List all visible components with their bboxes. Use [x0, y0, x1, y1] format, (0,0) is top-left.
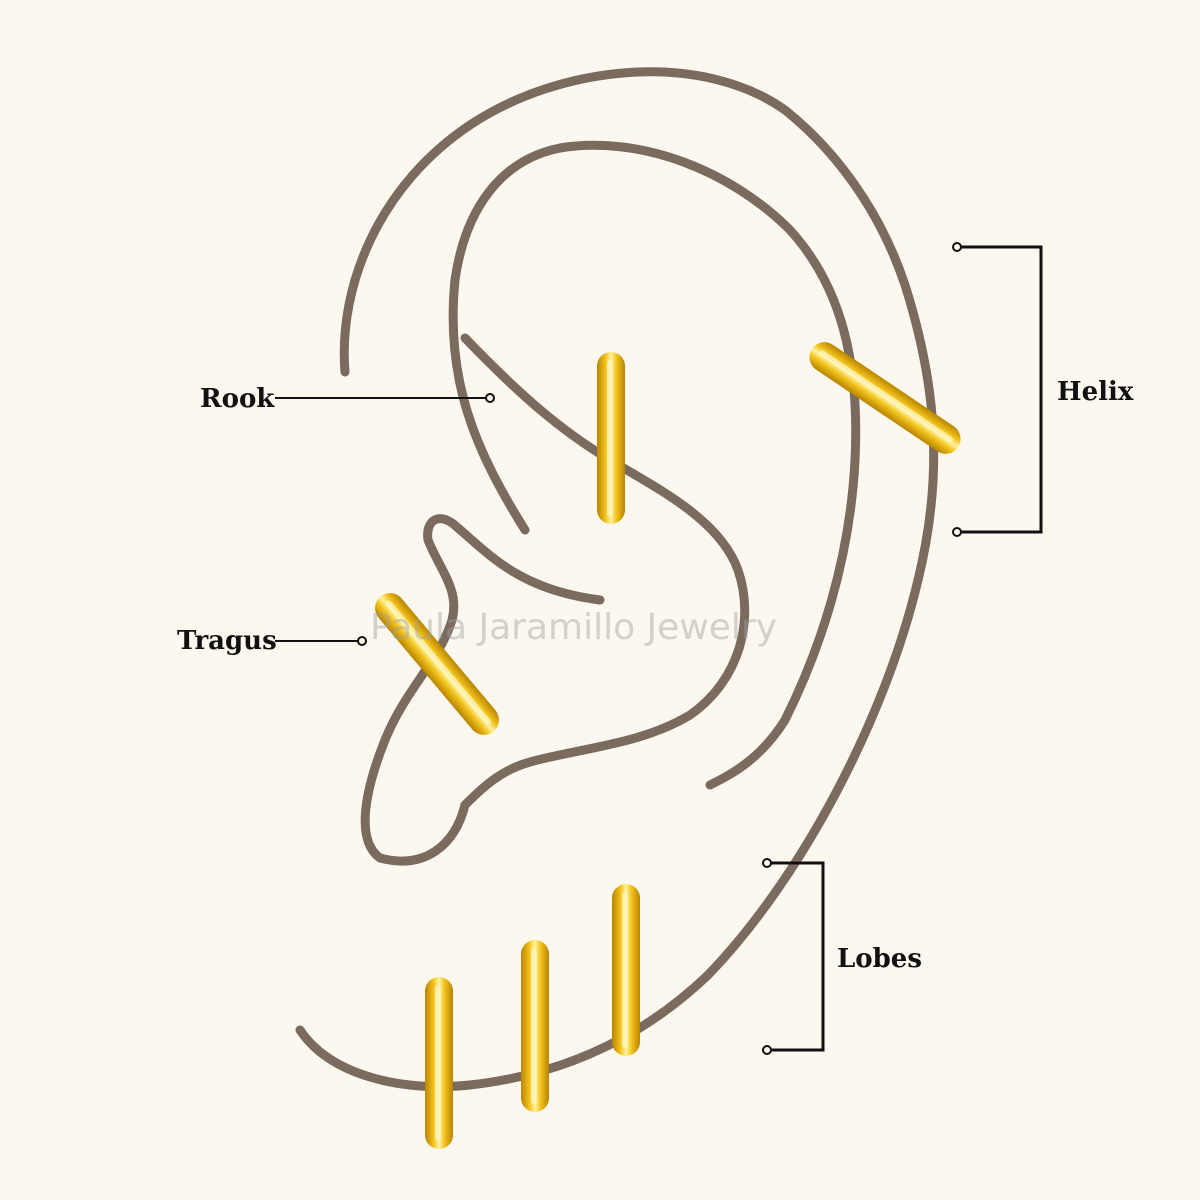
lobe-hoop-1: [425, 977, 453, 1149]
inner-rim-outline: [448, 140, 861, 790]
helix-bracket: [952, 242, 1043, 537]
helix-label: Helix: [1057, 377, 1134, 407]
antihelix-outline: [460, 333, 750, 810]
rook-callout: [275, 393, 495, 403]
rook-label: Rook: [200, 384, 275, 414]
lobes-label: Lobes: [837, 944, 922, 974]
helix-hoop: [809, 342, 961, 454]
lobes-bracket: [762, 858, 825, 1055]
tragus-label: Tragus: [177, 626, 277, 656]
lobe-hoop-2: [521, 940, 549, 1112]
tragus-callout: [275, 636, 367, 646]
tragus-outline: [360, 514, 605, 866]
tragus-hoop: [375, 593, 499, 735]
watermark-text: Paula Jaramillo Jewelry: [370, 607, 778, 648]
lobe-hoop-3: [612, 884, 640, 1056]
